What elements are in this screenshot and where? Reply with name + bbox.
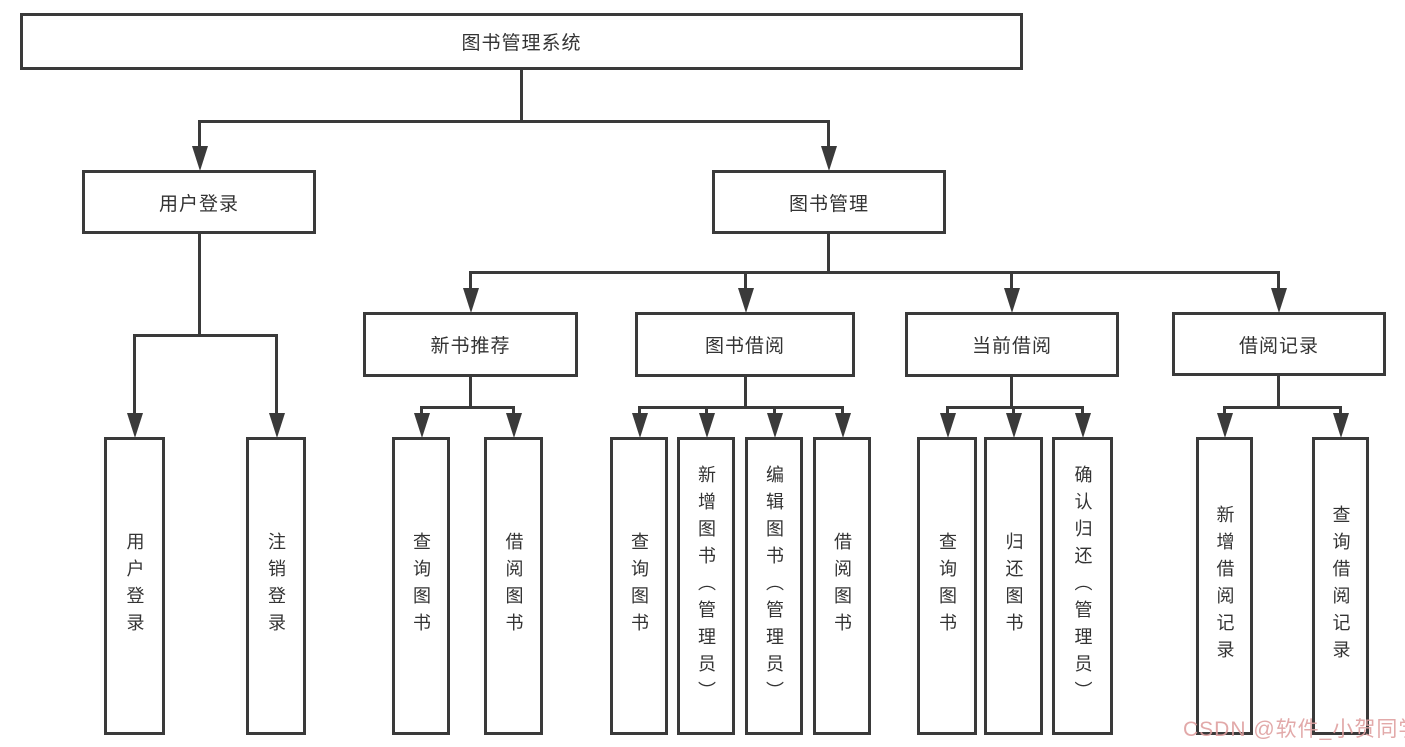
node-user-login-label: 用户登录 bbox=[158, 193, 239, 215]
leaf-query-books-recommend-label: 查询图书 bbox=[411, 532, 431, 640]
connector-line bbox=[744, 376, 747, 409]
node-current-borrow-label: 当前借阅 bbox=[971, 336, 1052, 357]
leaf-user-login: 用户登录 bbox=[104, 437, 165, 735]
leaf-edit-books-admin-label: 编辑图书（管理员） bbox=[764, 464, 784, 708]
connector-line bbox=[198, 120, 830, 123]
node-borrow-records-label: 借阅记录 bbox=[1238, 335, 1319, 357]
connector-arrow bbox=[1223, 406, 1226, 413]
connector-arrow bbox=[1339, 406, 1342, 413]
connector-arrow bbox=[946, 406, 949, 413]
leaf-query-borrow-record: 查询借阅记录 bbox=[1312, 437, 1369, 735]
leaf-add-books-admin-label: 新增图书（管理员） bbox=[696, 464, 716, 708]
leaf-borrow-books-recommend: 借阅图书 bbox=[484, 437, 543, 735]
node-root: 图书管理系统 bbox=[20, 13, 1023, 70]
connector-line bbox=[520, 69, 523, 120]
leaf-query-books-borrow: 查询图书 bbox=[610, 437, 668, 735]
connector-line bbox=[469, 376, 472, 409]
leaf-return-books-label: 归还图书 bbox=[1003, 532, 1024, 640]
node-book-borrow: 图书借阅 bbox=[635, 312, 855, 377]
leaf-borrow-books-recommend-label: 借阅图书 bbox=[503, 532, 524, 640]
connector-line bbox=[420, 406, 515, 409]
leaf-query-books-current-label: 查询图书 bbox=[937, 532, 957, 640]
connector-line bbox=[198, 233, 201, 337]
connector-line bbox=[133, 334, 278, 337]
leaf-user-login-label: 用户登录 bbox=[124, 532, 145, 640]
connector-line bbox=[1223, 406, 1342, 409]
connector-arrow bbox=[469, 271, 472, 288]
node-new-book-recommend: 新书推荐 bbox=[363, 312, 578, 377]
watermark: CSDN @软件_小贺同学 bbox=[1183, 718, 1405, 741]
leaf-confirm-return-admin: 确认归还（管理员） bbox=[1052, 437, 1113, 735]
connector-line bbox=[469, 271, 1280, 274]
leaf-edit-books-admin: 编辑图书（管理员） bbox=[745, 437, 803, 735]
leaf-logout: 注销登录 bbox=[246, 437, 306, 735]
leaf-return-books: 归还图书 bbox=[984, 437, 1043, 735]
node-current-borrow: 当前借阅 bbox=[905, 312, 1119, 377]
connector-arrow bbox=[841, 406, 844, 413]
leaf-logout-label: 注销登录 bbox=[266, 532, 286, 640]
connector-arrow bbox=[133, 334, 136, 413]
connector-arrow bbox=[827, 120, 830, 146]
node-book-management: 图书管理 bbox=[712, 170, 946, 234]
connector-line bbox=[638, 406, 844, 409]
connector-arrow bbox=[1277, 271, 1280, 288]
node-book-borrow-label: 图书借阅 bbox=[704, 336, 785, 357]
leaf-borrow-books: 借阅图书 bbox=[813, 437, 871, 735]
leaf-query-books-recommend: 查询图书 bbox=[392, 437, 450, 735]
leaf-confirm-return-admin-label: 确认归还（管理员） bbox=[1072, 464, 1093, 708]
leaf-add-borrow-record-label: 新增借阅记录 bbox=[1214, 505, 1235, 667]
connector-arrow bbox=[773, 406, 776, 413]
node-new-book-recommend-label: 新书推荐 bbox=[430, 336, 511, 357]
leaf-query-books-current: 查询图书 bbox=[917, 437, 977, 735]
connector-line bbox=[946, 406, 1084, 409]
node-borrow-records: 借阅记录 bbox=[1172, 312, 1386, 376]
node-user-login: 用户登录 bbox=[82, 170, 316, 234]
connector-arrow bbox=[1010, 271, 1013, 288]
connector-arrow bbox=[420, 406, 423, 413]
connector-arrow bbox=[744, 271, 747, 288]
connector-arrow bbox=[275, 334, 278, 413]
connector-line bbox=[1277, 375, 1280, 409]
leaf-add-borrow-record: 新增借阅记录 bbox=[1196, 437, 1253, 735]
leaf-query-books-borrow-label: 查询图书 bbox=[629, 532, 649, 640]
connector-arrow bbox=[1012, 406, 1015, 413]
node-root-label: 图书管理系统 bbox=[461, 33, 582, 54]
connector-line bbox=[827, 233, 830, 274]
connector-arrow bbox=[705, 406, 708, 413]
connector-arrow bbox=[512, 406, 515, 413]
connector-arrow bbox=[198, 120, 201, 146]
leaf-borrow-books-label: 借阅图书 bbox=[832, 532, 852, 640]
node-book-management-label: 图书管理 bbox=[788, 193, 869, 215]
connector-line bbox=[1010, 376, 1013, 409]
leaf-query-borrow-record-label: 查询借阅记录 bbox=[1330, 505, 1351, 667]
connector-arrow bbox=[1081, 406, 1084, 413]
connector-arrow bbox=[638, 406, 641, 413]
leaf-add-books-admin: 新增图书（管理员） bbox=[677, 437, 735, 735]
